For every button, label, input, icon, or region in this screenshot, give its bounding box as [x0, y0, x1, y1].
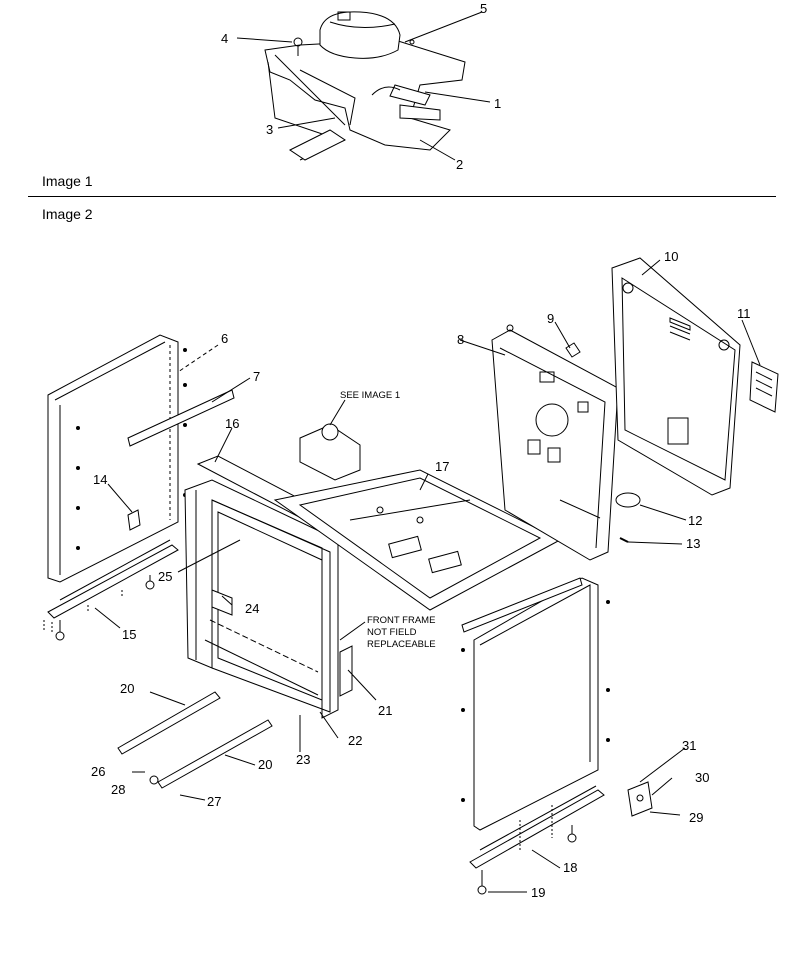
section-divider [28, 196, 776, 197]
right-side-panel [461, 577, 610, 831]
callout-3: 3 [266, 122, 273, 137]
callout-17: 17 [435, 459, 449, 474]
callout-25: 25 [158, 569, 172, 584]
callout-9: 9 [547, 311, 554, 326]
front-frame-note-line1: FRONT FRAME [367, 615, 435, 626]
callout-5: 5 [480, 1, 487, 16]
callout-24: 24 [245, 601, 259, 616]
callout-20a: 20 [120, 681, 134, 696]
callout-15: 15 [122, 627, 136, 642]
valve-reference-thumbnail [299, 399, 361, 481]
front-frame [184, 479, 339, 719]
callout-14: 14 [93, 472, 107, 487]
image-2-label: Image 2 [42, 206, 93, 222]
see-image-note: SEE IMAGE 1 [340, 390, 400, 401]
callout-1: 1 [494, 96, 501, 111]
part-21-bracket [339, 645, 353, 697]
callout-13: 13 [686, 536, 700, 551]
back-cover [611, 257, 741, 496]
callout-22: 22 [348, 733, 362, 748]
trim-strip [127, 389, 235, 447]
callout-30: 30 [695, 770, 709, 785]
valve-assembly-drawing [264, 11, 466, 161]
callout-10: 10 [664, 249, 678, 264]
front-frame-note-line3: REPLACEABLE [367, 639, 436, 650]
part-28-washer [149, 775, 159, 785]
right-bottom-rail [469, 785, 605, 895]
callout-29: 29 [689, 810, 703, 825]
leveling-bracket [627, 781, 653, 817]
callout-23: 23 [296, 752, 310, 767]
part-14-bracket [127, 509, 141, 531]
callout-20b: 20 [258, 757, 272, 772]
rack-slide-upper [117, 691, 221, 755]
callout-28: 28 [111, 782, 125, 797]
callout-4: 4 [221, 31, 228, 46]
left-bottom-rail [43, 539, 179, 641]
callout-7: 7 [253, 369, 260, 384]
callout-19: 19 [531, 885, 545, 900]
callout-8: 8 [457, 332, 464, 347]
rear-panel [491, 324, 619, 561]
callout-11: 11 [737, 306, 751, 321]
vent-grille [749, 361, 779, 413]
rack-slide-lower [157, 719, 273, 789]
left-side-panel [47, 334, 187, 583]
front-frame-note-line2: NOT FIELD [367, 627, 417, 638]
image-1-label: Image 1 [42, 173, 93, 189]
part-13-pin [619, 537, 629, 543]
part-12-gasket [615, 492, 641, 508]
callout-2: 2 [456, 157, 463, 172]
callout-27: 27 [207, 794, 221, 809]
callout-6: 6 [221, 331, 228, 346]
callout-21: 21 [378, 703, 392, 718]
callout-26: 26 [91, 764, 105, 779]
callout-16: 16 [225, 416, 239, 431]
callout-12: 12 [688, 513, 702, 528]
callout-18: 18 [563, 860, 577, 875]
callout-31: 31 [682, 738, 696, 753]
leader-lines-image1 [236, 11, 491, 161]
leader-lines-image2 [94, 259, 761, 893]
